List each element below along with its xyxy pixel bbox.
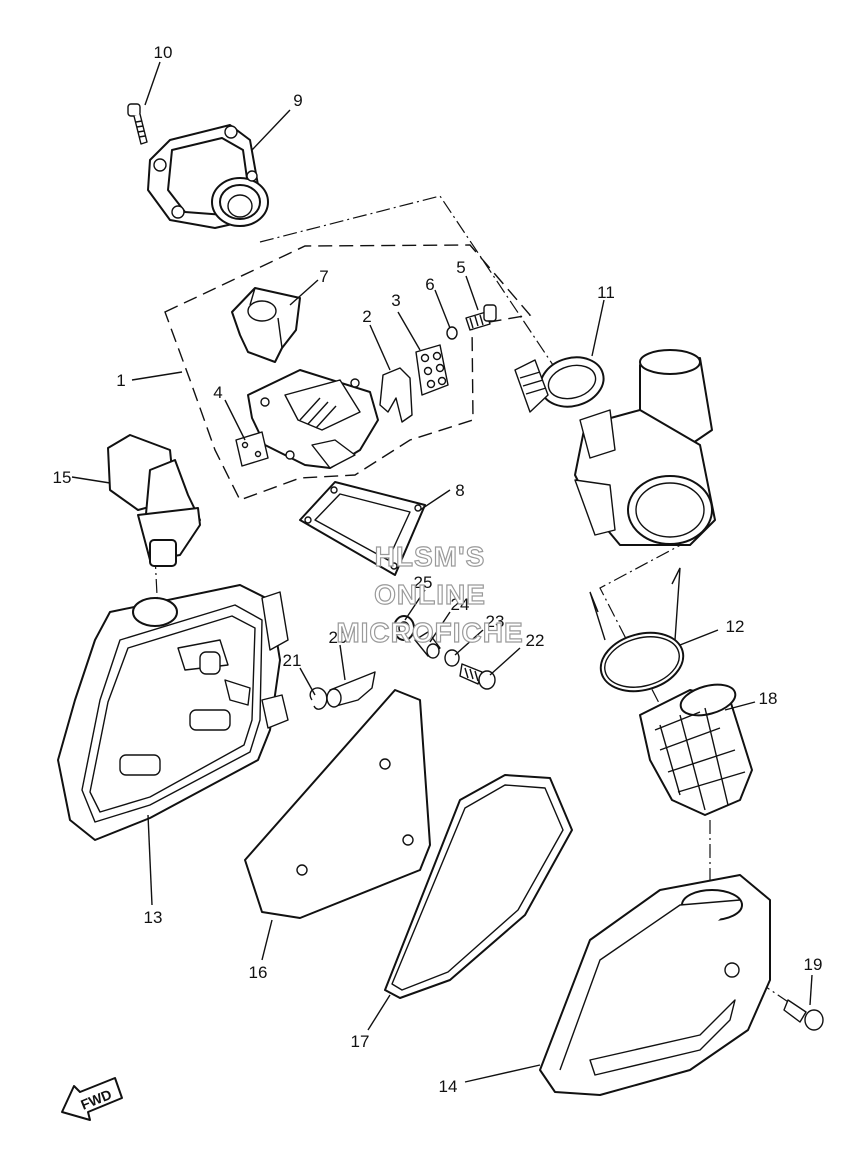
label-part-4: 4: [213, 383, 222, 402]
label-part-12: 12: [726, 617, 745, 636]
label-part-11: 11: [597, 283, 615, 302]
screw-part-5: [465, 304, 497, 331]
filter-element-part-16: [244, 689, 431, 919]
label-part-2: 2: [362, 307, 371, 326]
air-box-cover-part-14: [539, 874, 771, 1096]
reed-block-part-7: [231, 287, 301, 363]
label-part-23: 23: [486, 612, 505, 631]
gasket-part-8: [299, 481, 426, 576]
screw-part-19: [783, 999, 824, 1031]
label-part-14: 14: [439, 1077, 458, 1096]
label-part-15: 15: [53, 468, 72, 487]
label-part-21: 21: [283, 651, 302, 670]
part-number-labels: 10 9 7 5 6 3 2 11 1 4 15 8 25 24 23 22 2…: [53, 43, 823, 1096]
seal-part-17-inner: [391, 784, 564, 991]
clip-part-21: [309, 687, 328, 710]
duct-part-15: [107, 434, 201, 567]
label-part-13: 13: [144, 908, 163, 927]
centerline-manifold-carb: [259, 195, 556, 369]
reed-petal-part-2: [379, 367, 413, 423]
joint-part-18: [639, 683, 753, 816]
reed-plate-part-3: [415, 344, 449, 396]
watermark: HLSM'S ONLINE MICROFICHE: [336, 540, 524, 648]
grommet-part-25: [393, 615, 415, 641]
holder-part-20: [326, 671, 376, 708]
label-part-6: 6: [425, 275, 434, 294]
leader-lines: [71, 61, 813, 1083]
label-part-3: 3: [391, 291, 400, 310]
assembly-outline-1: [164, 244, 532, 501]
label-part-25: 25: [414, 573, 433, 592]
carburetor: [574, 349, 716, 546]
reed-valve-body: [247, 369, 379, 469]
label-part-1: 1: [116, 371, 125, 390]
watermark-line-1: HLSM'S: [375, 541, 486, 572]
collar-part-24: [414, 631, 441, 659]
label-part-7: 7: [319, 267, 328, 286]
watermark-line-2: ONLINE: [374, 579, 486, 610]
o-ring-part-12: [589, 567, 685, 693]
washer-part-6: [446, 326, 458, 340]
label-part-10: 10: [154, 43, 173, 62]
label-part-9: 9: [293, 91, 302, 110]
clamp-part-11: [514, 356, 605, 413]
label-part-16: 16: [249, 963, 268, 982]
label-part-22: 22: [526, 631, 545, 650]
screw-part-22: [459, 663, 496, 690]
label-part-17: 17: [351, 1032, 370, 1051]
label-part-20: 20: [329, 628, 348, 647]
air-case-part-13: [57, 584, 289, 841]
intake-manifold-part-9: [147, 124, 269, 229]
fwd-direction-arrow: FWD: [61, 1077, 123, 1121]
label-part-18: 18: [759, 689, 778, 708]
label-part-24: 24: [451, 595, 470, 614]
label-part-5: 5: [456, 258, 465, 277]
label-part-8: 8: [455, 481, 464, 500]
bolt-part-10: [127, 103, 148, 145]
centerline-carb-filter: [599, 539, 691, 706]
watermark-line-3: MICROFICHE: [336, 617, 523, 648]
gasket-part-4: [235, 431, 269, 467]
label-part-19: 19: [804, 955, 823, 974]
